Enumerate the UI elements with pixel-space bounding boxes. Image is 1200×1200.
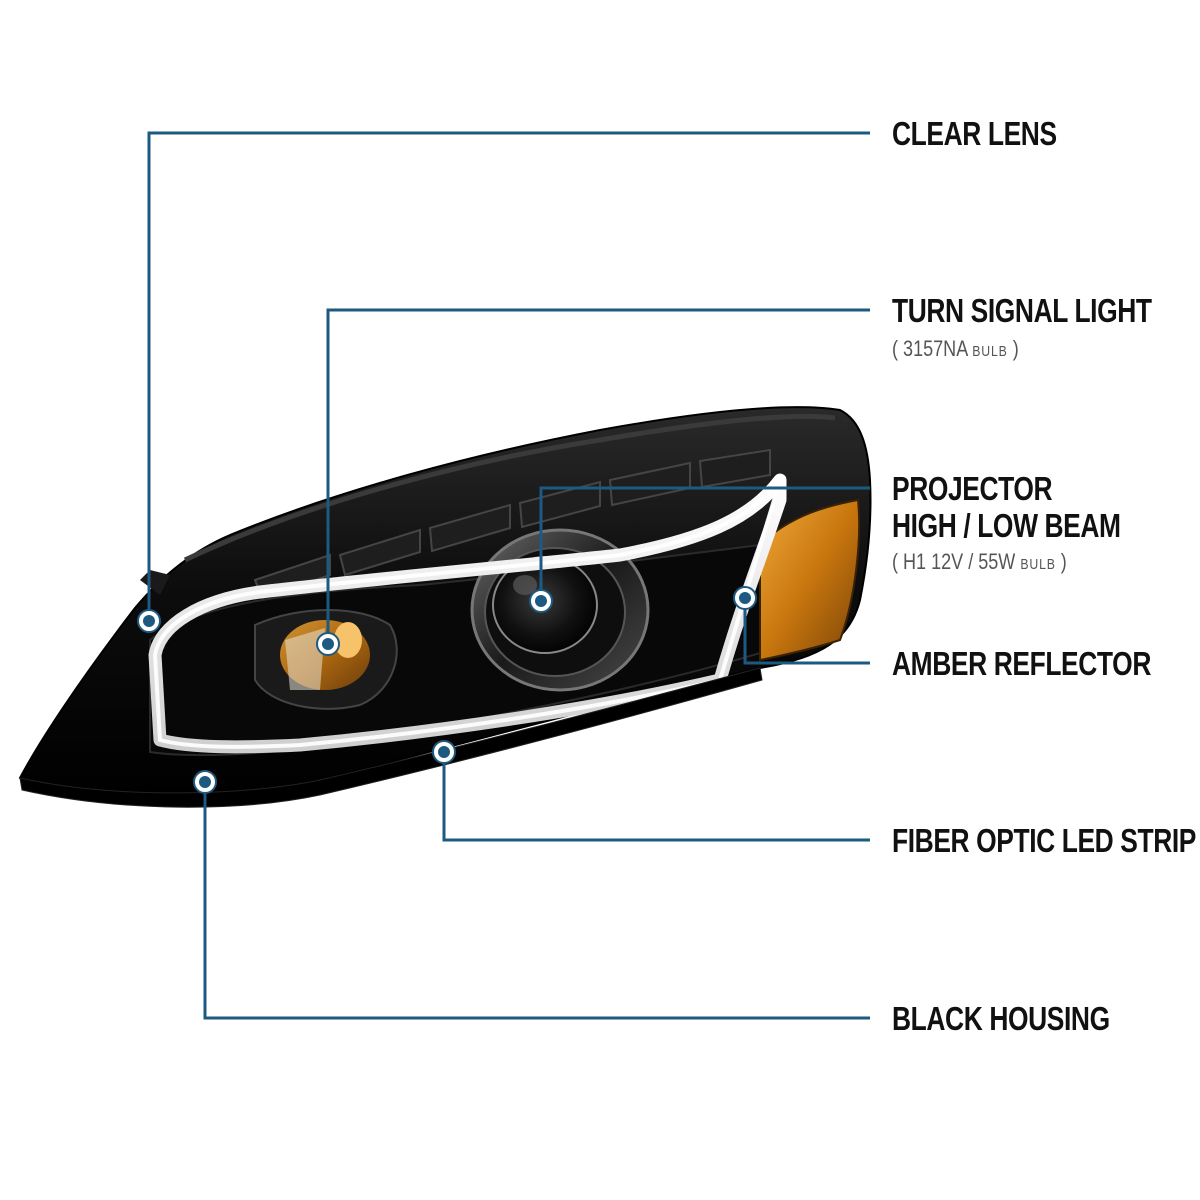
leader-turn-signal: [326, 308, 870, 644]
dot-clear-lens: [137, 609, 161, 633]
turn-signal-lamp: [254, 609, 398, 710]
dot-turn-signal: [316, 632, 340, 656]
spec-value: 3157NA: [903, 336, 968, 361]
label-black-housing: BLACK HOUSING: [892, 1000, 1110, 1037]
label-projector-line2: HIGH / LOW BEAM: [892, 507, 1121, 544]
spec-projector: ( H1 12V / 55W BULB ): [892, 550, 1067, 577]
amber-reflector: [759, 498, 861, 662]
spec-unit: BULB: [972, 343, 1008, 360]
dot-black-housing: [193, 770, 217, 794]
spec-close: ): [1012, 336, 1019, 361]
spec-close: ): [1060, 549, 1067, 574]
spec-value: H1 12V / 55W: [903, 549, 1016, 574]
spec-turn-signal: ( 3157NA BULB ): [892, 337, 1019, 364]
leader-black-housing: [203, 782, 870, 1020]
spec-open: (: [892, 336, 899, 361]
spec-unit: BULB: [1020, 556, 1056, 573]
label-turn-signal: TURN SIGNAL LIGHT: [892, 292, 1152, 329]
leader-amber-reflector: [743, 598, 870, 665]
spec-open: (: [892, 549, 899, 574]
leader-projector: [539, 486, 870, 600]
dot-fiber-optic: [432, 740, 456, 764]
housing-bottom-lip: [19, 667, 763, 808]
label-projector-line1: PROJECTOR: [892, 470, 1053, 507]
dot-projector: [529, 589, 553, 613]
leader-clear-lens: [147, 131, 870, 620]
label-clear-lens: CLEAR LENS: [892, 115, 1057, 152]
label-fiber-optic: FIBER OPTIC LED STRIP: [892, 822, 1197, 859]
callout-lines: [147, 131, 870, 1020]
leader-fiber-optic: [442, 752, 870, 842]
label-amber-reflector: AMBER REFLECTOR: [892, 645, 1151, 682]
callout-dots: [137, 586, 757, 794]
dot-amber-reflector: [733, 586, 757, 610]
